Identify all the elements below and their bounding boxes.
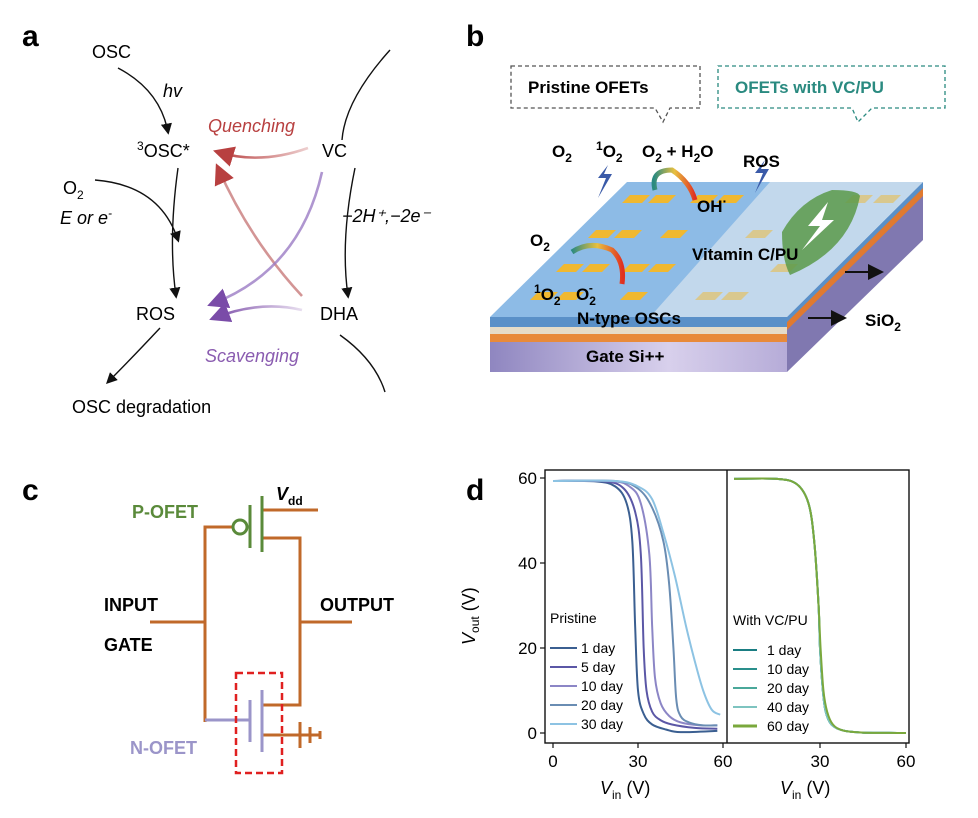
x-tick-label: 30 xyxy=(811,752,830,771)
reaction-arrow-icon-2 xyxy=(570,243,625,285)
panel-label-d: d xyxy=(466,474,484,507)
y-tick-label: 40 xyxy=(518,554,537,573)
uv-lightning-icon xyxy=(598,165,612,198)
singlet-oxygen-label: 1O2 xyxy=(596,139,623,165)
reaction-arrow-icon xyxy=(651,167,698,201)
legend-label: 5 day xyxy=(581,659,615,675)
hv-label: hv xyxy=(163,81,183,101)
y-axis-label: Vout (V) xyxy=(459,587,482,645)
o2-h2o-label: O2 + H2O xyxy=(642,142,714,165)
triplet-osc-label: 3OSC* xyxy=(137,139,190,161)
device-labels: O2 1O2 O2 + H2O ROS OH· O2 1O2 O2- Vitam… xyxy=(530,139,901,366)
gate-label: GATE xyxy=(104,635,153,655)
x-axis-label-right: Vin (V) xyxy=(780,778,830,802)
series-line-20-day xyxy=(733,477,907,734)
legend-label: 1 day xyxy=(767,642,801,658)
x-axis-label-left: Vin (V) xyxy=(600,778,650,802)
series-line-20-day xyxy=(552,479,718,727)
panel-a: a OSC hv 3OSC* Quenching VC O2 E or e- −… xyxy=(22,20,432,417)
osc-label: OSC xyxy=(92,42,131,62)
o2-label: O2 xyxy=(63,178,84,202)
singlet-oxygen-label-2: 1O2 xyxy=(534,282,561,308)
vc-label: VC xyxy=(322,141,347,161)
series-line-10-day xyxy=(733,477,907,734)
panel-b: b Pristine OFETs OFETs with VC/PU xyxy=(466,20,946,372)
ntype-osc-label: N-type OSCs xyxy=(577,309,681,328)
series-line-10-day xyxy=(552,479,718,727)
p-ofet-symbol xyxy=(231,496,264,552)
superoxide-label: O2- xyxy=(576,281,596,308)
legend-label: 60 day xyxy=(767,718,809,734)
ros-label: ROS xyxy=(136,304,175,324)
electrodes xyxy=(530,195,901,300)
o2-label: O2 xyxy=(552,142,572,165)
output-label: OUTPUT xyxy=(320,595,394,615)
quench-scavenge-arrows xyxy=(207,146,324,323)
uv-lightning-icon-2 xyxy=(755,160,769,193)
callout-pristine-label: Pristine OFETs xyxy=(528,78,649,97)
sio2-label: SiO2 xyxy=(865,311,901,334)
legend-label: 10 day xyxy=(581,678,623,694)
reaction-arrows xyxy=(94,49,391,393)
quenching-label: Quenching xyxy=(208,116,295,136)
x-tick-label: 60 xyxy=(897,752,916,771)
gate-layer xyxy=(490,342,787,372)
o2-label-2: O2 xyxy=(530,231,550,254)
scavenging-label: Scavenging xyxy=(205,346,299,366)
panel-c: c P-OFET Vdd INPUT GATE OUTPUT N-OFET xyxy=(22,474,394,775)
legend-label: 10 day xyxy=(767,661,809,677)
input-label: INPUT xyxy=(104,595,158,615)
legend-label: 40 day xyxy=(767,699,809,715)
chart: 0 20 40 60 0 30 60 1 day 5 day 10 day 20 day 30 day… xyxy=(518,469,915,771)
x-tick-label: 60 xyxy=(714,752,733,771)
legend-label: 1 day xyxy=(581,640,615,656)
series-line-1-day xyxy=(733,477,907,734)
panel-label-a: a xyxy=(22,20,39,53)
callout-vcpu xyxy=(717,65,946,124)
y-tick-label: 60 xyxy=(518,469,537,488)
highlight-box xyxy=(234,671,284,775)
ofet-device xyxy=(490,160,923,372)
legend-label: 30 day xyxy=(581,716,623,732)
x-tick-label: 0 xyxy=(548,752,557,771)
p-ofet-label: P-OFET xyxy=(132,502,198,522)
n-ofet-symbol xyxy=(205,690,264,752)
e-or-e-label: E or e- xyxy=(60,206,112,228)
x-tick-label: 30 xyxy=(629,752,648,771)
dha-label: DHA xyxy=(320,304,358,324)
gate-label: Gate Si++ xyxy=(586,347,665,366)
dehydrogenation-label: −2H⁺,−2e⁻ xyxy=(342,206,432,226)
callout-pristine xyxy=(510,65,701,124)
legend-title: Pristine xyxy=(550,610,597,626)
hydroxyl-label: OH· xyxy=(697,193,727,216)
degradation-label: OSC degradation xyxy=(72,397,211,417)
series-line-60-day xyxy=(733,477,907,734)
series-line-40-day xyxy=(733,477,907,734)
panel-d: d 0 20 40 60 0 30 60 1 day 5 day 10 day 20 day 30 d… xyxy=(459,469,915,802)
vdd-label: Vdd xyxy=(276,484,303,508)
series-line-5-day xyxy=(552,479,718,730)
series-line-30-day xyxy=(552,479,721,716)
panel-label-b: b xyxy=(466,20,484,53)
legend-label: 20 day xyxy=(581,697,623,713)
legend-label: 20 day xyxy=(767,680,809,696)
lightning-icon xyxy=(802,202,834,250)
y-tick-label: 20 xyxy=(518,639,537,658)
panel-label-c: c xyxy=(22,474,39,507)
shield-icon xyxy=(782,190,860,275)
y-tick-label: 0 xyxy=(528,724,537,743)
callout-vcpu-label: OFETs with VC/PU xyxy=(735,78,884,97)
ros-label: ROS xyxy=(743,152,780,171)
n-ofet-label: N-OFET xyxy=(130,738,197,758)
series-line-1-day xyxy=(552,479,718,734)
legend-title: With VC/PU xyxy=(733,612,808,628)
vitamin-label: Vitamin C/PU xyxy=(692,245,798,264)
